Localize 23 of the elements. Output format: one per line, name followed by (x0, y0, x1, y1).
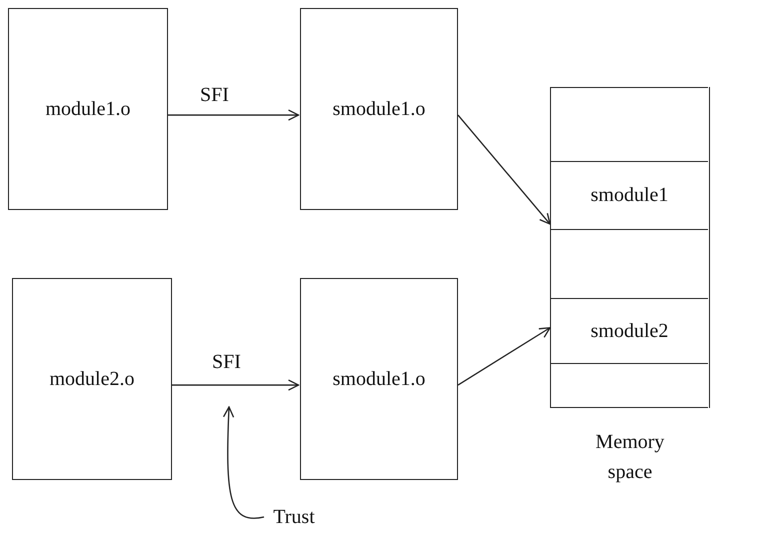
memory-slot (551, 230, 708, 298)
arrow (458, 114, 551, 225)
memory-slot (551, 87, 708, 162)
module-name: smodule1.o (332, 98, 426, 120)
module-box (8, 8, 168, 210)
module-name: smodule1.o (332, 368, 426, 390)
module-name: smodule1 (590, 184, 668, 206)
module-box (12, 278, 172, 480)
module-box (300, 278, 458, 480)
module-box (551, 298, 708, 364)
node-label: Memory space (594, 430, 666, 485)
memory-stack (550, 87, 710, 408)
module-box (551, 162, 708, 230)
arrow (458, 327, 551, 386)
curved-arrow (222, 406, 264, 519)
module-name: module2.o (50, 368, 134, 390)
module-box (300, 8, 458, 210)
memory-slot (551, 364, 708, 408)
trust-label: Trust (262, 502, 326, 532)
module-name: module1.o (46, 98, 130, 120)
arrow (168, 109, 300, 121)
arrow (172, 379, 300, 391)
module-name: smodule2 (590, 320, 668, 342)
